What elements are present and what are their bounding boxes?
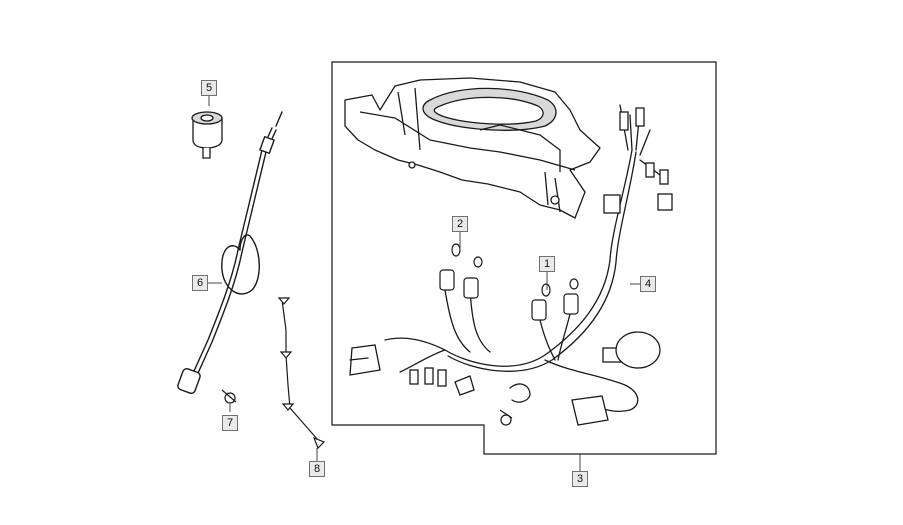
screws-drawing	[221, 297, 513, 450]
callout-2: 2	[452, 216, 468, 232]
wiring-harness-drawing	[349, 104, 673, 426]
callout-5: 5	[201, 80, 217, 96]
instrument-cluster-drawing	[344, 77, 601, 219]
assembly-outline	[331, 61, 717, 455]
callout-6: 6	[192, 275, 208, 291]
callout-1: 1	[539, 256, 555, 272]
callout-4: 4	[640, 276, 656, 292]
ignition-switch-drawing	[191, 111, 223, 159]
leader-lines	[208, 96, 640, 471]
speedometer-cable-drawing	[177, 111, 283, 394]
bulb-sockets-drawing	[439, 243, 579, 321]
callout-7: 7	[222, 415, 238, 431]
callout-3: 3	[572, 471, 588, 487]
callout-8: 8	[309, 461, 325, 477]
